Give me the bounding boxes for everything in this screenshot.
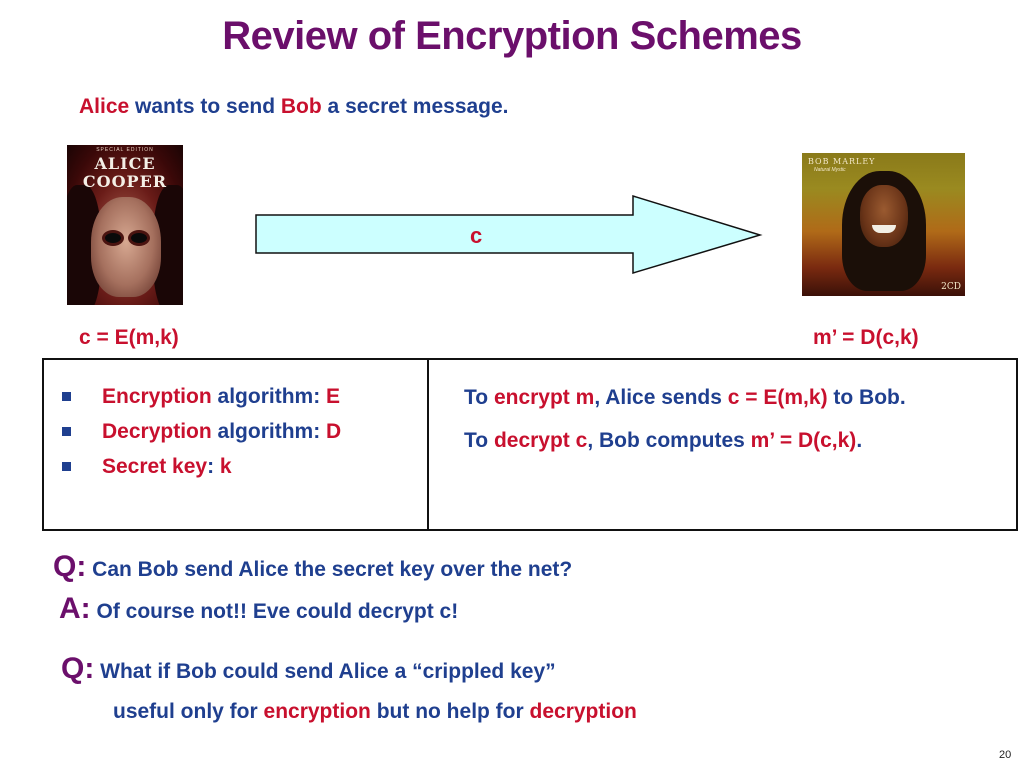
question-2: Q: What if Bob could send Alice a “cripp… bbox=[61, 652, 556, 686]
alice-cover-name-line2: COOPER bbox=[82, 172, 168, 191]
alice-cover-top-strip: SPECIAL EDITION bbox=[96, 147, 154, 153]
q2-cont-p2: encryption bbox=[263, 700, 371, 723]
list-item: Decryption algorithm: D bbox=[60, 419, 341, 454]
arrow-shape bbox=[255, 195, 763, 275]
message-arrow bbox=[255, 195, 763, 275]
alice-eye-right bbox=[131, 233, 147, 243]
bob-cover-subtitle: Natural Mystic bbox=[814, 167, 846, 173]
square-bullet-icon bbox=[62, 462, 71, 471]
list-value: D bbox=[326, 420, 342, 443]
intro-alice: Alice bbox=[79, 95, 130, 118]
question-1: Q: Can Bob send Alice the secret key ove… bbox=[53, 550, 572, 584]
intro-wants: wants to send bbox=[129, 95, 281, 118]
intro-sentence: Alice wants to send Bob a secret message… bbox=[79, 95, 509, 119]
decrypt-line-p1: To bbox=[464, 429, 494, 452]
decrypt-line-p2: decrypt c bbox=[493, 429, 588, 452]
encrypt-line-p1: To bbox=[464, 386, 494, 409]
encrypt-line-p2: encrypt m bbox=[493, 386, 595, 409]
question-label: Q: bbox=[61, 652, 95, 685]
list-mid: algorithm: bbox=[211, 420, 327, 443]
question-label: Q: bbox=[53, 550, 87, 583]
decrypt-line-p5: . bbox=[856, 429, 863, 452]
list-mid: : bbox=[207, 455, 220, 478]
list-item: Secret key: k bbox=[60, 454, 341, 489]
arrow-ciphertext-label: c bbox=[470, 223, 483, 248]
alice-cover-name: ALICE COOPER bbox=[67, 155, 183, 191]
alice-cover-name-line1: ALICE bbox=[94, 154, 156, 173]
alice-face bbox=[91, 197, 161, 297]
answer-label: A: bbox=[59, 592, 91, 625]
question-text: What if Bob could send Alice a “crippled… bbox=[94, 660, 556, 683]
list-term: Decryption bbox=[102, 420, 212, 443]
answer-text: Of course not!! Eve could decrypt c! bbox=[90, 600, 459, 623]
decrypt-line-p3: , Bob computes bbox=[587, 429, 751, 452]
encrypt-line-p3: , Alice sends bbox=[594, 386, 728, 409]
alice-eye-left bbox=[105, 233, 121, 243]
list-value: k bbox=[219, 455, 232, 478]
list-term: Secret key bbox=[102, 455, 208, 478]
answer-1: A: Of course not!! Eve could decrypt c! bbox=[59, 592, 458, 626]
question-text: Can Bob send Alice the secret key over t… bbox=[86, 558, 573, 581]
slide-title: Review of Encryption Schemes bbox=[222, 14, 802, 58]
question-2-continuation: useful only for encryption but no help f… bbox=[113, 700, 637, 724]
intro-rest: a secret message. bbox=[321, 95, 509, 118]
scheme-box: Encryption algorithm: E Decryption algor… bbox=[42, 358, 1018, 531]
bob-cover-badge: 2CD bbox=[941, 282, 961, 292]
list-mid: algorithm: bbox=[211, 385, 327, 408]
encrypt-line-p4: c = E(m,k) bbox=[727, 386, 828, 409]
q2-cont-p4: decryption bbox=[529, 700, 637, 723]
bob-smile bbox=[872, 225, 896, 233]
intro-bob: Bob bbox=[280, 95, 322, 118]
decrypt-line-p4: m’ = D(c,k) bbox=[750, 429, 857, 452]
encrypt-formula: c = E(m,k) bbox=[79, 326, 179, 349]
encrypt-line-p5: to Bob. bbox=[827, 386, 906, 409]
bob-face bbox=[860, 185, 908, 247]
square-bullet-icon bbox=[62, 392, 71, 401]
list-value: E bbox=[326, 385, 341, 408]
page-number: 20 bbox=[999, 749, 1012, 761]
scheme-components-list: Encryption algorithm: E Decryption algor… bbox=[60, 384, 341, 489]
bob-marley-album-cover: BOB MARLEY Natural Mystic 2CD bbox=[802, 153, 965, 296]
decrypt-formula: m’ = D(c,k) bbox=[813, 326, 919, 349]
encrypt-description: To encrypt m, Alice sends c = E(m,k) to … bbox=[464, 386, 906, 410]
alice-cooper-album-cover: SPECIAL EDITION ALICE COOPER bbox=[67, 145, 183, 305]
list-item: Encryption algorithm: E bbox=[60, 384, 341, 419]
bob-cover-name: BOB MARLEY bbox=[808, 157, 876, 166]
square-bullet-icon bbox=[62, 427, 71, 436]
q2-cont-p1: useful only for bbox=[113, 700, 264, 723]
box-divider bbox=[427, 360, 429, 529]
decrypt-description: To decrypt c, Bob computes m’ = D(c,k). bbox=[464, 429, 862, 453]
q2-cont-p3: but no help for bbox=[370, 700, 530, 723]
list-term: Encryption bbox=[102, 385, 212, 408]
